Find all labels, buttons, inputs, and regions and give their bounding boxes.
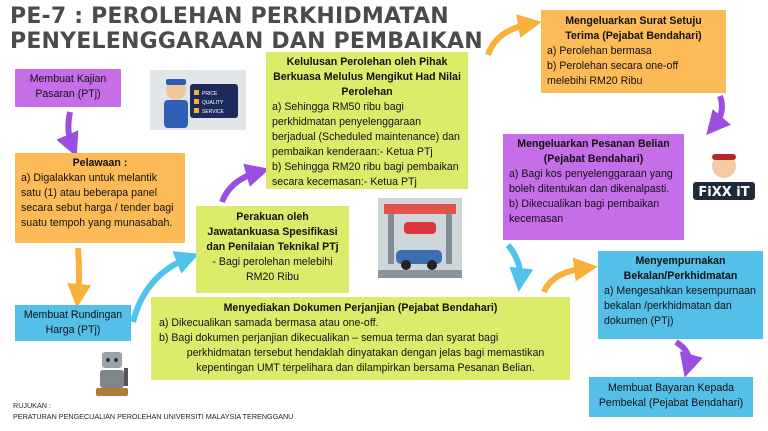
arrow-sempurna-bayaran xyxy=(674,339,703,378)
wrench-icon xyxy=(124,368,128,386)
reference: RUJUKAN : PERATURAN PENGECUALIAN PEROLEH… xyxy=(13,400,293,422)
lifted-car-icon xyxy=(404,222,436,234)
rundingan-text: Membuat Rundingan Harga (PTj) xyxy=(23,309,123,336)
step-rundingan-harga: Membuat Rundingan Harga (PTj) xyxy=(15,305,131,341)
sempurna-heading: Menyempurnakan Bekalan/Perkhidmatan xyxy=(623,255,738,282)
title-line-2: PENYELENGGARAAN DAN PEMBAIKAN xyxy=(10,29,483,54)
pesanan-b: b) Dikecualikan bagi pembaikan kecemasan xyxy=(509,198,660,225)
perakuan-body: - Bagi perolehan melebihi RM20 Ribu xyxy=(212,256,333,283)
pesanan-a: a) Bagi kos penyelenggaraan yang boleh d… xyxy=(509,168,673,195)
garage-roof-icon xyxy=(384,204,456,214)
fixit-text: FiXX iT xyxy=(698,185,749,200)
arrow-kelulusan-surat xyxy=(485,14,542,57)
kelulusan-a: a) Sehingga RM50 ribu bagi perkhidmatan … xyxy=(272,101,460,158)
surat-a: a) Perolehan bermasa xyxy=(547,45,652,57)
pesanan-heading: Mengeluarkan Pesanan Belian (Pejabat Ben… xyxy=(517,138,670,165)
kelulusan-heading: Kelulusan Perolehan oleh Pihak Berkuasa … xyxy=(273,56,461,98)
surat-heading: Mengeluarkan Surat Setuju Terima (Pejaba… xyxy=(565,15,702,42)
step-surat-setuju-terima: Mengeluarkan Surat Setuju Terima (Pejaba… xyxy=(541,10,726,93)
bayaran-text: Membuat Bayaran Kepada Pembekal (Pejabat… xyxy=(598,382,744,409)
arrow-surat-pesanan xyxy=(706,94,731,136)
toolbox-icon xyxy=(96,388,128,396)
perakuan-heading: Perakuan oleh Jawatankuasa Spesifikasi d… xyxy=(206,211,339,253)
pelawaan-body: a) Digalakkan untuk melantik satu (1) at… xyxy=(21,172,174,229)
arrow-perakuan-kelulusan xyxy=(219,163,270,204)
mechanic-badge-illustration: PRICE QUALITY SERVICE xyxy=(150,70,246,130)
step-kelulusan: Kelulusan Perolehan oleh Pihak Berkuasa … xyxy=(266,52,468,189)
arrow-kajian-pelawaan xyxy=(56,111,79,158)
step-bayaran: Membuat Bayaran Kepada Pembekal (Pejabat… xyxy=(589,377,753,417)
step-pelawaan: Pelawaan : a) Digalakkan untuk melantik … xyxy=(15,153,185,243)
surat-b: b) Perolehan secara one-off melebihi RM2… xyxy=(547,60,679,87)
garage-illustration xyxy=(378,198,462,278)
reference-text: PERATURAN PENGECUALIAN PEROLEHAN UNIVERS… xyxy=(13,412,294,421)
step-pesanan-belian: Mengeluarkan Pesanan Belian (Pejabat Ben… xyxy=(503,134,684,240)
badge-line-1: PRICE xyxy=(202,91,218,97)
step-dokumen-perjanjian: Menyediakan Dokumen Perjanjian (Pejabat … xyxy=(151,297,570,380)
kajian-text: Membuat Kajian Pasaran (PTj) xyxy=(29,73,107,100)
title-line-1: PE-7 : PEROLEHAN PERKHIDMATAN xyxy=(10,4,449,29)
robot-head-icon xyxy=(102,352,122,368)
badge-line-2: QUALITY xyxy=(202,100,224,106)
step-menyempurnakan: Menyempurnakan Bekalan/Perkhidmatan a) M… xyxy=(598,251,763,339)
step-perakuan: Perakuan oleh Jawatankuasa Spesifikasi d… xyxy=(196,206,349,293)
dokumen-b2: perkhidmatan tersebut hendaklah dinyatak… xyxy=(186,347,545,359)
dokumen-heading: Menyediakan Dokumen Perjanjian (Pejabat … xyxy=(223,302,498,314)
badge-line-3: SERVICE xyxy=(202,109,225,115)
arrow-pesanan-dokumen xyxy=(505,243,534,292)
pelawaan-heading: Pelawaan : xyxy=(72,157,128,169)
arrow-pelawaan-rundingan xyxy=(67,247,92,308)
dokumen-b3: kepentingan UMT terpelihara dan dilampir… xyxy=(196,362,535,374)
robot-tools-illustration xyxy=(96,352,128,396)
dokumen-a: a) Dikecualikan samada bermasa atau one-… xyxy=(159,317,379,329)
step-kajian-pasaran: Membuat Kajian Pasaran (PTj) xyxy=(15,69,121,107)
arrow-dokumen-sempurna xyxy=(541,257,598,294)
fixit-logo: FiXX iT xyxy=(693,154,755,200)
page-title: PE-7 : PEROLEHAN PERKHIDMATAN PENYELENGG… xyxy=(10,4,483,54)
dokumen-b: b) Bagi dokumen perjanjian dikecualikan … xyxy=(159,332,499,344)
sempurna-body: a) Mengesahkan kesempurnaan bekalan /per… xyxy=(604,285,756,327)
reference-label: RUJUKAN : xyxy=(13,401,51,410)
badge-icon xyxy=(190,84,238,118)
kelulusan-b: b) Sehingga RM20 ribu bagi pembaikan sec… xyxy=(272,161,459,188)
